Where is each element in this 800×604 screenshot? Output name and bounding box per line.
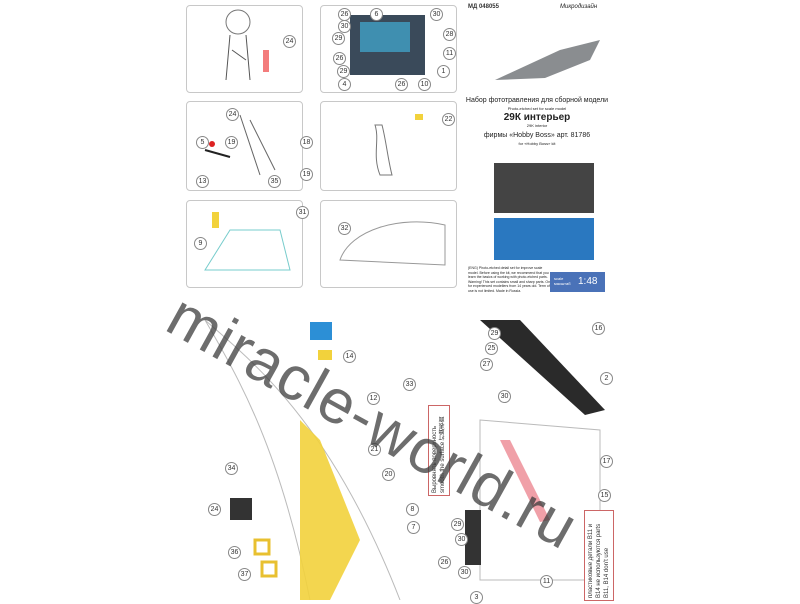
part-callout: 3 (470, 591, 483, 604)
part-callout: 12 (367, 392, 380, 405)
part-callout: 30 (430, 8, 443, 21)
part-callout: 29 (488, 327, 501, 340)
part-callout: 9 (194, 237, 207, 250)
model-en: 29K interior (526, 123, 548, 128)
part-callout: 24 (226, 108, 239, 121)
scale-value: 1:48 (578, 276, 598, 287)
part-callout: 32 (338, 222, 351, 235)
set-code: МД 048055 (468, 4, 499, 10)
part-callout: 20 (382, 468, 395, 481)
step-panel-seat (186, 5, 303, 93)
part-callout: 13 (196, 175, 209, 188)
step-panel-canopy-frame (320, 200, 457, 288)
part-callout: 26 (438, 556, 451, 569)
kit-ru: фирмы «Hobby Boss» арт. 81786 (483, 132, 591, 139)
part-callout: 27 (480, 358, 493, 371)
title-en: Photo-etched set for scale model (507, 106, 567, 111)
part-callout: 17 (600, 455, 613, 468)
part-callout: 30 (338, 20, 351, 33)
part-callout: 21 (368, 443, 381, 456)
part-callout: 11 (540, 575, 553, 588)
part-callout: 24 (283, 35, 296, 48)
part-callout: 25 (485, 342, 498, 355)
part-callout: 26 (395, 78, 408, 91)
part-callout: 1 (437, 65, 450, 78)
model-ru: 29К интерьер (503, 112, 571, 123)
part-callout: 15 (598, 489, 611, 502)
smooth-surface-note: Выровнять поверхность smooth the surface… (428, 405, 450, 496)
part-callout: 16 (592, 322, 605, 335)
part-callout: 22 (442, 113, 455, 126)
part-callout: 5 (196, 136, 209, 149)
part-callout: 2 (600, 372, 613, 385)
part-callout: 11 (443, 47, 456, 60)
part-callout: 29 (451, 518, 464, 531)
part-callout: 28 (443, 28, 456, 41)
scale-badge: scale масштаб 1:48 (550, 272, 605, 292)
title-ru: Набор фототравления для сборной модели (465, 97, 609, 104)
part-callout: 4 (338, 78, 351, 91)
step-panel-stick (320, 101, 457, 191)
part-callout: 31 (296, 206, 309, 219)
disclaimer: (ENG) Photo-etched detail set for improv… (468, 266, 553, 293)
part-callout: 30 (455, 533, 468, 546)
part-callout: 8 (406, 503, 419, 516)
part-callout: 36 (228, 546, 241, 559)
part-callout: 34 (225, 462, 238, 475)
part-callout: 30 (498, 390, 511, 403)
part-callout: 26 (333, 52, 346, 65)
part-callout: 14 (343, 350, 356, 363)
part-callout: 30 (458, 566, 471, 579)
part-callout: 29 (337, 65, 350, 78)
brand-logo: Микродизайн (560, 4, 598, 10)
part-callout: 6 (370, 8, 383, 21)
part-callout: 19 (300, 168, 313, 181)
part-callout: 35 (268, 175, 281, 188)
part-callout: 33 (403, 378, 416, 391)
part-callout: 10 (418, 78, 431, 91)
scale-label: scale масштаб (554, 276, 571, 286)
part-callout: 29 (332, 32, 345, 45)
unused-parts-note: пластиковые детали B11 и B14 не использу… (584, 510, 614, 601)
part-callout: 7 (407, 521, 420, 534)
part-callout: 37 (238, 568, 251, 581)
kit-en: for «Hobby Boss» kit (518, 141, 556, 146)
part-callout: 19 (225, 136, 238, 149)
part-callout: 24 (208, 503, 221, 516)
part-callout: 18 (300, 136, 313, 149)
